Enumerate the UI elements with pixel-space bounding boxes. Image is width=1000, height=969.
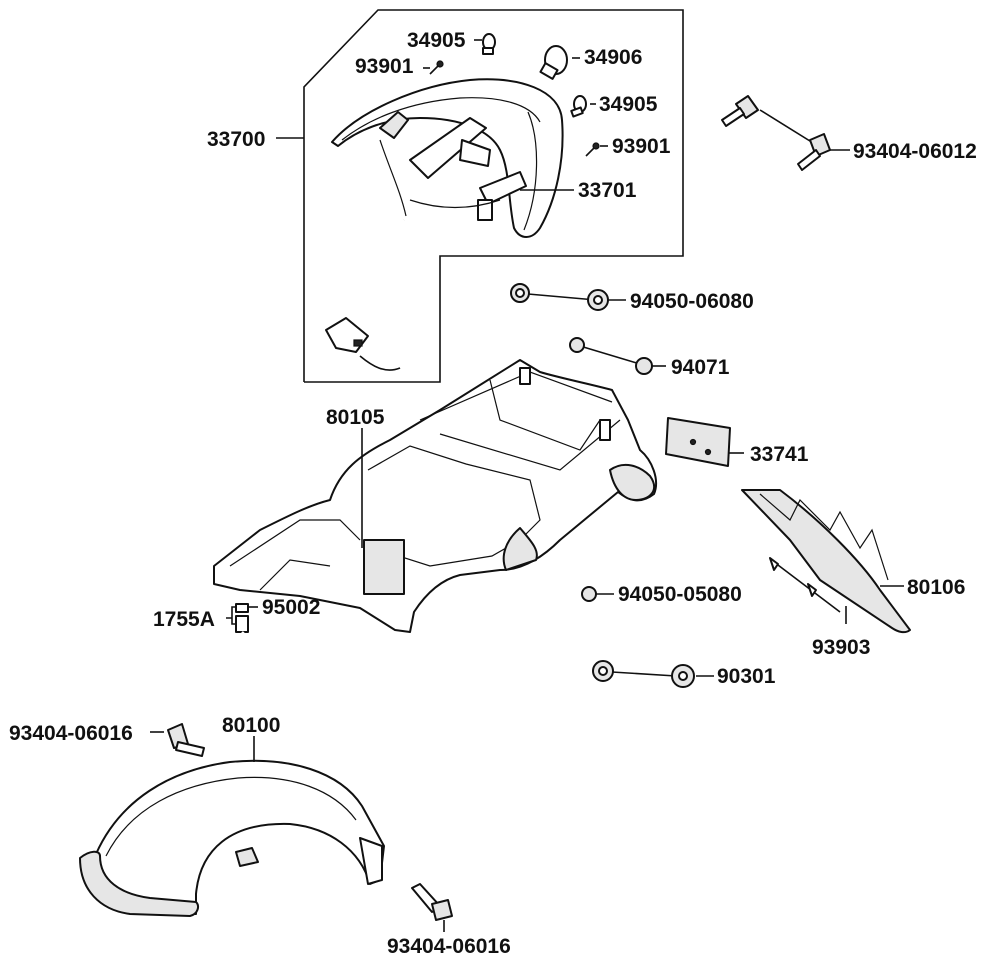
nut-94050-05080 xyxy=(581,586,597,602)
label-34905-lower: 34905 xyxy=(599,93,658,116)
nut-90301-pair xyxy=(592,660,695,688)
label-80100: 80100 xyxy=(222,714,280,737)
bolt-93404-06016-upper xyxy=(167,723,205,757)
label-1755A: 1755A xyxy=(153,608,215,631)
label-33701: 33701 xyxy=(578,179,637,202)
hose-clamp-95002 xyxy=(235,603,249,613)
drain-hose-1755A xyxy=(235,615,280,654)
rear-fender-80100 xyxy=(79,759,385,917)
taillight-housing xyxy=(331,78,564,238)
bolt-93404-06012-pair xyxy=(721,95,831,171)
label-94050-06080: 94050-06080 xyxy=(630,290,754,313)
label-90301: 90301 xyxy=(717,665,776,688)
taillight-assembly-box xyxy=(303,9,684,383)
label-94050-05080: 94050-05080 xyxy=(618,583,742,606)
bulb-34906 xyxy=(539,45,568,80)
wiring-harness xyxy=(325,219,418,371)
label-93404-06012: 93404-06012 xyxy=(853,140,977,163)
label-34905-upper: 34905 xyxy=(407,29,466,52)
inner-fender-80105 xyxy=(213,359,658,633)
label-94071: 94071 xyxy=(671,356,730,379)
label-34906: 34906 xyxy=(584,46,642,69)
bulb-34905-lower xyxy=(570,95,587,118)
label-93404-06016-lower: 93404-06016 xyxy=(387,935,511,958)
label-33700: 33700 xyxy=(207,128,265,151)
label-80106: 80106 xyxy=(907,576,965,599)
label-95002: 95002 xyxy=(262,596,320,619)
bolt-93404-06016-lower xyxy=(411,883,453,921)
label-33741: 33741 xyxy=(750,443,809,466)
screw-94071-pair xyxy=(569,337,653,375)
label-80105: 80105 xyxy=(326,406,385,429)
label-93404-06016-upper: 93404-06016 xyxy=(9,722,133,745)
label-93901-lower: 93901 xyxy=(612,135,671,158)
part-labels: 33700 34905 93901 34906 34905 93901 3370… xyxy=(9,29,977,958)
screw-93901-lower xyxy=(585,142,600,157)
screw-93901-upper xyxy=(429,60,444,75)
bulb-34905-upper xyxy=(482,33,496,55)
reflector-33741 xyxy=(665,417,731,467)
label-93903: 93903 xyxy=(812,636,870,659)
label-93901-upper: 93901 xyxy=(355,55,414,78)
leader-lines xyxy=(150,39,904,932)
plate-holder-80106 xyxy=(741,489,911,634)
nut-94050-06080-pair xyxy=(510,283,609,311)
screw-93903-pair xyxy=(769,557,847,624)
